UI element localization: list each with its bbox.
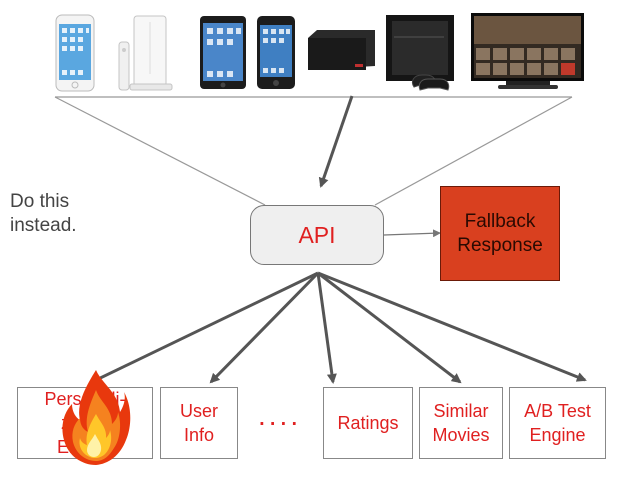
side-note-line-2: instead. <box>10 215 77 236</box>
service-similar-movies: Similar Movies <box>419 387 503 459</box>
api-label: API <box>298 221 336 248</box>
api-node: API <box>250 205 384 265</box>
arrow-to-ab-test <box>317 271 587 382</box>
service-ab-test-engine: A/B Test Engine <box>509 387 606 459</box>
fire-icon <box>62 370 131 465</box>
arrow-to-ratings <box>316 272 337 384</box>
side-note-line-1: Do this <box>10 191 70 212</box>
service-user-info-line-2: Info <box>183 425 214 445</box>
arrow-to-personalization <box>90 271 319 384</box>
service-user-info-line-1: User <box>179 401 218 421</box>
ellipsis: .... <box>258 400 302 431</box>
arrow-to-similar-movies <box>317 271 462 384</box>
fallback-response-node: Fallback Response <box>440 186 560 281</box>
funnel-line-left <box>54 96 266 206</box>
request-arrow <box>318 95 354 188</box>
service-ab-test-line-2: Engine <box>529 425 586 445</box>
smart-tv-icon <box>471 13 584 89</box>
arrow-to-user-info <box>209 271 320 384</box>
side-note: Do this instead. <box>10 190 77 238</box>
service-user-info: User Info <box>160 387 238 459</box>
service-ratings: Ratings <box>323 387 413 459</box>
set-top-box-icon <box>308 30 375 70</box>
game-console-icon <box>118 15 173 91</box>
tablet-icon <box>200 16 246 89</box>
fallback-arrow <box>383 229 441 238</box>
phone-icon <box>55 14 95 92</box>
service-ab-test-line-1: A/B Test <box>524 401 591 421</box>
smartphone-icon <box>257 16 295 89</box>
fallback-line-1: Fallback <box>464 210 536 232</box>
service-similar-movies-line-2: Movies <box>432 425 490 445</box>
funnel-line-right <box>374 96 573 206</box>
fallback-line-2: Response <box>457 234 543 256</box>
gaming-console-icon <box>386 15 454 91</box>
service-similar-movies-line-1: Similar <box>433 401 489 421</box>
service-ratings-label: Ratings <box>337 413 399 433</box>
